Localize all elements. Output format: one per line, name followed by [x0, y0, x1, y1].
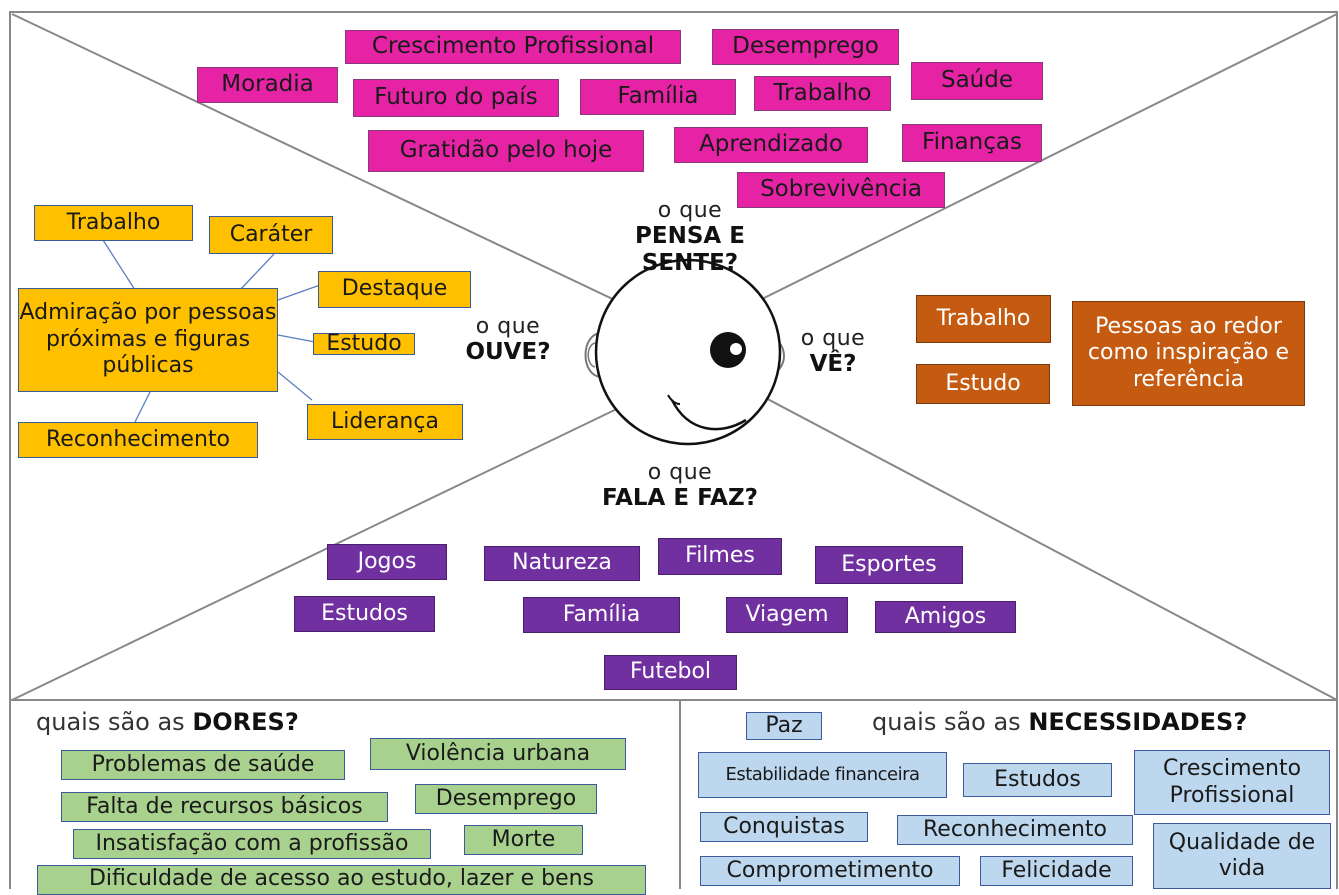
hear-note: Reconhecimento	[18, 422, 258, 458]
say-prompt-small: o que	[647, 460, 713, 485]
say-note: Família	[523, 597, 680, 633]
needs-title-bold: NECESSIDADES?	[1028, 708, 1248, 736]
need-note: Estabilidade financeira	[698, 752, 947, 798]
hear-connectors	[102, 239, 321, 423]
diagonal-top-left	[11, 13, 641, 313]
need-note: Estudos	[963, 763, 1112, 797]
say-note: Esportes	[815, 546, 963, 584]
diagonal-bottom-right	[759, 394, 1338, 701]
say-note: Futebol	[604, 655, 737, 690]
pain-note: Falta de recursos básicos	[61, 792, 388, 822]
see-note: Trabalho	[916, 295, 1051, 343]
need-note: Crescimento Profissional	[1134, 750, 1330, 815]
hear-prompt: o que OUVE?	[438, 314, 578, 366]
hear-center-note: Admiração por pessoas próximas e figuras…	[18, 288, 278, 392]
pain-note: Insatisfação com a profissão	[73, 829, 431, 859]
think-note: Sobrevivência	[737, 172, 945, 208]
hear-note: Estudo	[313, 331, 415, 356]
diagonal-top-right	[759, 13, 1338, 301]
think-note: Moradia	[197, 67, 338, 103]
think-prompt: o que PENSA E SENTE?	[595, 198, 785, 276]
say-note: Natureza	[484, 546, 640, 581]
think-prompt-big: PENSA E SENTE?	[635, 223, 745, 276]
see-note: Pessoas ao redor como inspiração e refer…	[1072, 301, 1305, 406]
think-note: Gratidão pelo hoje	[368, 130, 644, 172]
need-note: Qualidade de vida	[1153, 823, 1331, 889]
hear-note: Destaque	[318, 271, 471, 308]
think-note: Crescimento Profissional	[345, 30, 681, 64]
see-note: Estudo	[916, 364, 1050, 404]
say-prompt-big: FALA E FAZ?	[602, 485, 758, 512]
pains-title: quais são as DORES?	[36, 708, 299, 736]
say-note: Jogos	[327, 544, 447, 580]
needs-title-prefix: quais são as	[872, 708, 1029, 736]
see-prompt-big: VÊ?	[809, 351, 857, 378]
hear-note: Liderança	[307, 404, 463, 440]
needs-title: quais são as NECESSIDADES?	[872, 708, 1247, 736]
need-note: Reconhecimento	[897, 815, 1133, 845]
pain-note: Problemas de saúde	[61, 750, 345, 780]
pain-note: Morte	[464, 825, 583, 855]
think-note: Futuro do país	[353, 79, 559, 117]
pains-title-prefix: quais são as	[36, 708, 193, 736]
think-note: Aprendizado	[674, 127, 868, 163]
say-note: Filmes	[658, 538, 782, 575]
face-icon	[584, 258, 785, 446]
diagonal-bottom-left	[11, 404, 626, 701]
hear-note: Trabalho	[34, 205, 193, 241]
pains-title-bold: DORES?	[192, 708, 299, 736]
think-note: Desemprego	[712, 29, 899, 65]
say-note: Amigos	[875, 601, 1016, 633]
say-prompt: o que FALA E FAZ?	[580, 460, 780, 512]
need-note: Felicidade	[980, 856, 1133, 886]
pain-note: Desemprego	[415, 784, 597, 814]
outer-border	[9, 11, 1338, 889]
think-note: Saúde	[911, 62, 1043, 100]
see-prompt: o que VÊ?	[788, 326, 878, 378]
need-note: Paz	[746, 712, 822, 740]
think-prompt-small: o que	[657, 198, 723, 223]
think-note: Família	[580, 79, 736, 115]
say-note: Viagem	[726, 597, 848, 633]
hear-prompt-big: OUVE?	[465, 339, 551, 366]
need-note: Conquistas	[700, 812, 868, 842]
think-note: Trabalho	[754, 76, 891, 111]
pain-note: Dificuldade de acesso ao estudo, lazer e…	[37, 865, 646, 895]
hear-prompt-small: o que	[475, 314, 541, 339]
think-note: Finanças	[902, 124, 1042, 162]
need-note: Comprometimento	[700, 856, 960, 886]
pain-note: Violência urbana	[370, 738, 626, 770]
hear-note: Caráter	[209, 216, 333, 254]
say-note: Estudos	[294, 596, 435, 632]
see-prompt-small: o que	[800, 326, 866, 351]
